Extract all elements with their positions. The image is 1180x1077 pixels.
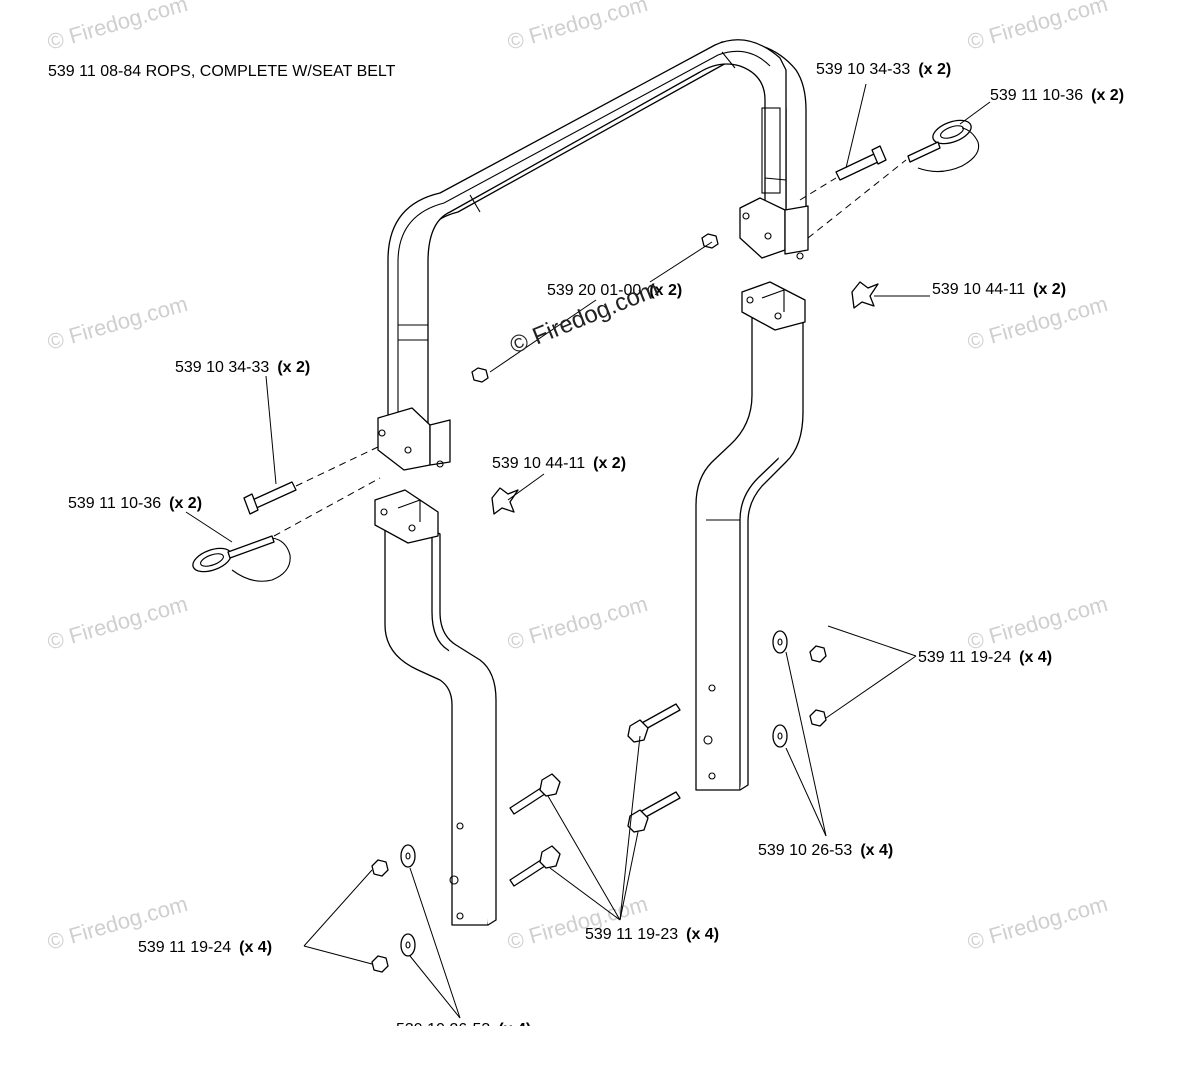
callout-washer-right: 539 10 26-53(x 4) <box>758 842 893 859</box>
leader-lines <box>185 83 991 1019</box>
clevis-pin-right <box>799 145 887 201</box>
svg-text:© Firedog.com: © Firedog.com <box>504 0 650 55</box>
lynch-pin-left <box>192 477 381 582</box>
callout-locknut-right: 539 11 19-24(x 4) <box>918 649 1052 666</box>
nut-left-upper <box>471 367 489 383</box>
locknut-group <box>371 645 827 973</box>
svg-text:© Firedog.com: © Firedog.com <box>964 891 1110 955</box>
callout-pin-top-right: 539 10 34-33(x 2) <box>816 61 951 78</box>
callout-nut-center: 539 20 01-00(x 2) <box>547 282 682 299</box>
lynch-pin-right <box>807 119 980 239</box>
rops-upper-hoop <box>377 39 809 471</box>
svg-text:© Firedog.com: © Firedog.com <box>44 591 190 655</box>
crop-mask <box>380 1026 620 1056</box>
nut-right-upper <box>701 233 719 249</box>
svg-text:© Firedog.com: © Firedog.com <box>964 591 1110 655</box>
svg-text:© Firedog.com: © Firedog.com <box>504 591 650 655</box>
svg-text:© Firedog.com: © Firedog.com <box>504 891 650 955</box>
knob-left <box>491 487 519 515</box>
svg-text:© Firedog.com: © Firedog.com <box>44 291 190 355</box>
rops-left-post <box>374 489 497 926</box>
callout-pin-left: 539 10 34-33(x 2) <box>175 359 310 376</box>
callout-bolt: 539 11 19-23(x 4) <box>585 926 719 943</box>
diagram-title: 539 11 08-84 ROPS, COMPLETE W/SEAT BELT <box>48 63 396 80</box>
knob-right <box>851 281 879 309</box>
washer-group <box>400 630 788 957</box>
rops-right-post <box>695 281 806 791</box>
callout-locknut-left: 539 11 19-24(x 4) <box>138 939 272 956</box>
svg-text:© Firedog.com: © Firedog.com <box>964 0 1110 55</box>
callout-lynchpin-top-right: 539 11 10-36(x 2) <box>990 87 1124 104</box>
svg-text:© Firedog.com: © Firedog.com <box>44 0 190 55</box>
clevis-pin-left <box>243 445 381 515</box>
svg-text:© Firedog.com: © Firedog.com <box>964 291 1110 355</box>
bolt-group <box>509 703 681 887</box>
callout-knob-left: 539 10 44-11(x 2) <box>492 455 626 472</box>
callout-knob-right: 539 10 44-11(x 2) <box>932 281 1066 298</box>
callout-lynchpin-left: 539 11 10-36(x 2) <box>68 495 202 512</box>
